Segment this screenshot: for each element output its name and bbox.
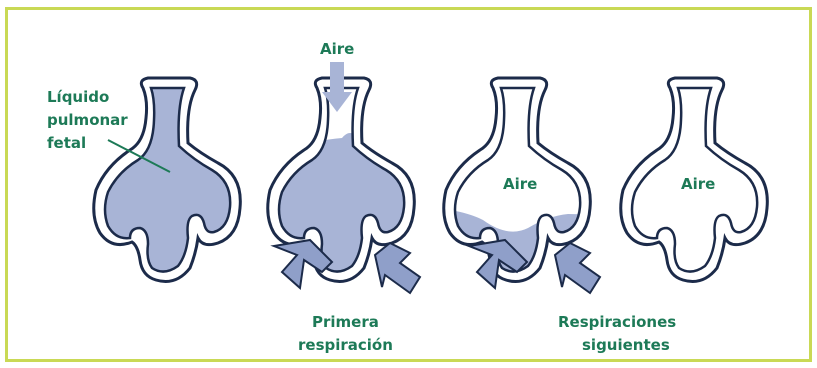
fluid-label-line-3: fetal xyxy=(47,134,86,152)
air-label-stage-4: Aire xyxy=(681,175,715,193)
air-label-top: Aire xyxy=(320,40,354,58)
first-breath-label-line-2: respiración xyxy=(298,336,393,354)
following-breaths-label-line-2: siguientes xyxy=(582,336,670,354)
alveolus-stage-1 xyxy=(94,78,241,282)
outflow-arrow-2 xyxy=(375,243,420,293)
fluid-label-line-2: pulmonar xyxy=(47,111,128,129)
first-breath-label-line-1: Primera xyxy=(312,313,379,331)
air-label-stage-3: Aire xyxy=(503,175,537,193)
outflow-arrow-4 xyxy=(555,243,600,293)
fluid-label-line-1: Líquido xyxy=(47,88,109,106)
following-breaths-label-line-1: Respiraciones xyxy=(558,313,676,331)
